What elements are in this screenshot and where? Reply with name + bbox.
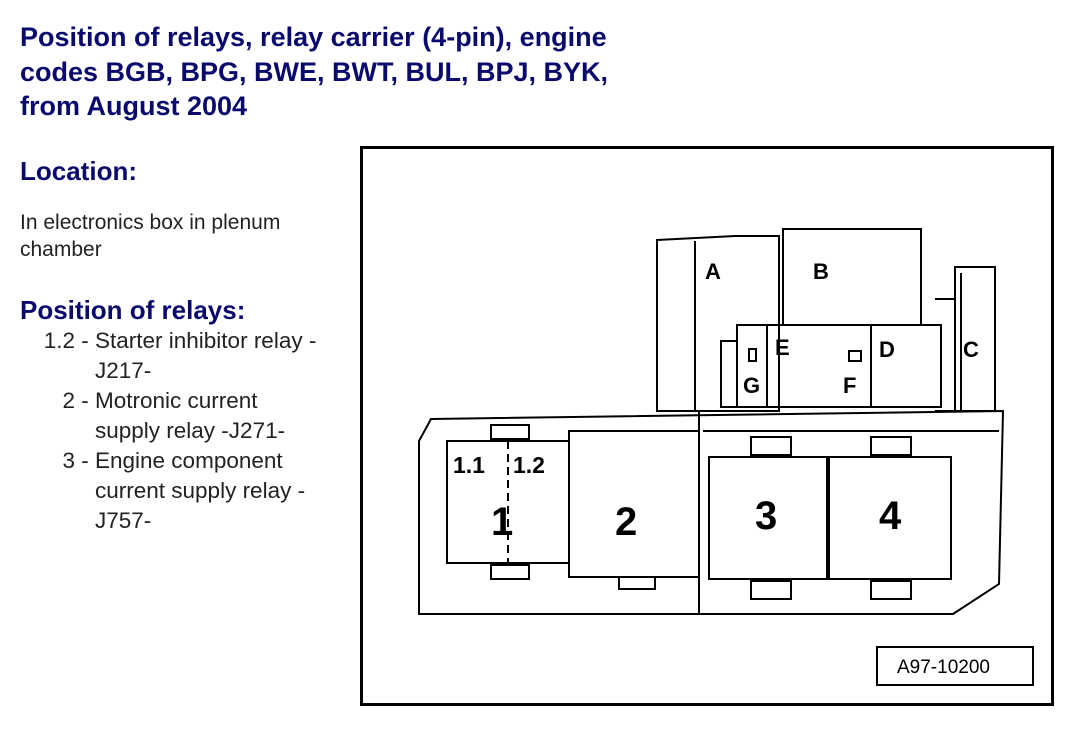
relay-2-label: 2 — [615, 500, 637, 544]
relays-heading: Position of relays: — [20, 295, 246, 325]
relay-description: Starter inhibitor relay - J217- — [95, 328, 317, 383]
slot-a-housing — [656, 235, 780, 412]
relay-3-label: 3 — [755, 494, 777, 538]
slot-e-label: E — [775, 335, 790, 360]
location-text: In electronics box in plenum chamber — [20, 211, 281, 261]
relay-1-clip-top — [490, 424, 530, 440]
relay-1-label: 1 — [491, 500, 513, 544]
relay-4-clip-bottom — [870, 580, 912, 600]
slot-g-marker — [748, 348, 757, 362]
slot-b-label: B — [813, 259, 829, 284]
list-item: 1.2 - Starter inhibitor relay - J217- — [20, 326, 360, 386]
page-title: Position of relays, relay carrier (4-pin… — [20, 22, 609, 121]
relay-number: 1.2 - — [43, 328, 95, 353]
relay-3-clip-bottom — [750, 580, 792, 600]
relay-description: Motronic current supply relay -J271- — [95, 388, 286, 443]
slot-g-tab — [720, 340, 738, 408]
relay-list: 1.2 - Starter inhibitor relay - J217- 2 … — [20, 326, 360, 536]
figure-reference-code: A97-10200 — [897, 657, 990, 678]
reference-box — [876, 646, 1034, 686]
slot-b-housing — [782, 228, 922, 326]
relay-4-clip-top — [870, 436, 912, 456]
slot-d-label: D — [879, 337, 895, 362]
slot-1-2-label: 1.2 — [513, 452, 545, 478]
slot-g-label: G — [743, 373, 760, 398]
relay-carrier-drawing: A B C D E F G 1.1 1.2 1 2 3 4 A97-10200 — [418, 228, 1034, 686]
relay-carrier-diagram: A B C D E F G 1.1 1.2 1 2 3 4 A97-10200 — [360, 146, 1054, 706]
slot-c-label: C — [963, 337, 979, 362]
relay-number: 2 - — [62, 388, 95, 413]
slot-1-1-label: 1.1 — [453, 452, 485, 478]
relay-1-clip-bottom — [490, 564, 530, 580]
relay-4-outline — [828, 456, 952, 580]
relay-2-clip-bottom — [618, 576, 656, 590]
slot-f-label: F — [843, 373, 856, 398]
carrier-base — [418, 409, 1005, 615]
relay-3-clip-top — [750, 436, 792, 456]
relay-description: Engine component current supply relay - … — [95, 448, 306, 533]
list-item: 2 - Motronic current supply relay -J271- — [20, 386, 360, 446]
relay-4-label: 4 — [879, 494, 902, 538]
slot-c-bracket — [935, 298, 956, 412]
list-item: 3 - Engine component current supply rela… — [20, 446, 360, 536]
slot-a-label: A — [705, 259, 721, 284]
location-heading: Location: — [20, 156, 137, 186]
slot-f-marker — [848, 350, 862, 362]
relay-3-outline — [708, 456, 828, 580]
relay-number: 3 - — [62, 448, 95, 473]
